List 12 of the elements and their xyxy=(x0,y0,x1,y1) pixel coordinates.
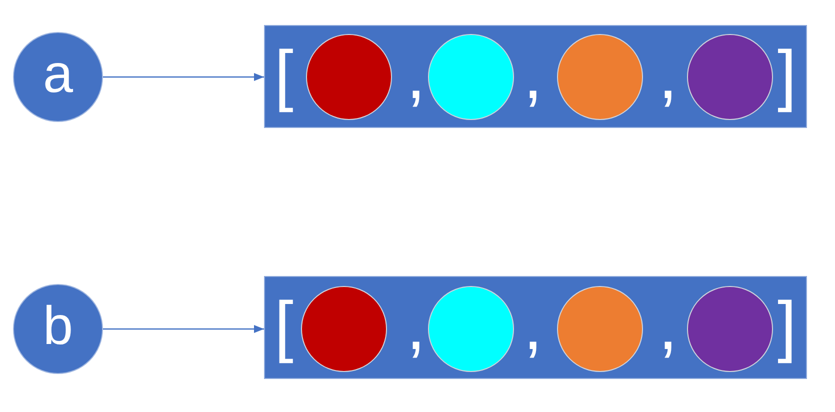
comma: , xyxy=(524,292,542,360)
comma: , xyxy=(658,292,678,360)
comma: , xyxy=(406,41,426,109)
array-box xyxy=(264,276,807,379)
arrow xyxy=(103,325,264,333)
array-box xyxy=(264,25,807,128)
comma: , xyxy=(524,41,542,109)
variable-circle: a xyxy=(13,32,103,122)
comma: , xyxy=(658,41,678,109)
comma: , xyxy=(406,292,426,360)
arrow xyxy=(103,73,264,81)
variable-circle: b xyxy=(13,284,103,374)
